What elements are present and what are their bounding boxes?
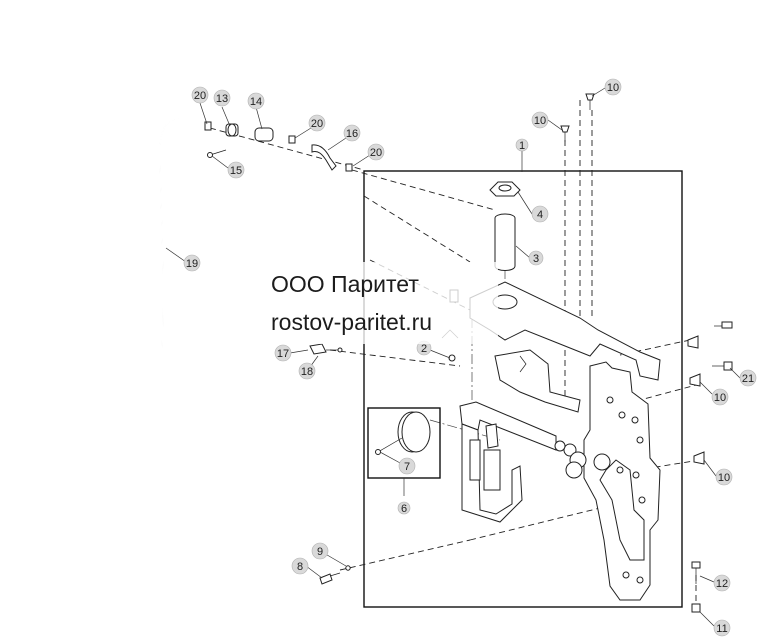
right-screws — [687, 321, 733, 613]
callout-label: 9 — [317, 546, 323, 558]
callout-label: 18 — [301, 366, 313, 378]
screws-top — [560, 93, 595, 142]
callout-6: 6 — [397, 501, 411, 515]
callout-label: 11 — [716, 623, 727, 635]
callout-label: 10 — [714, 392, 726, 404]
leader-lines — [165, 87, 741, 627]
callout-label: 21 — [742, 373, 754, 385]
left-bracket — [459, 401, 587, 523]
callout-10-top-right: 10 — [604, 78, 622, 96]
callout-label: 10 — [718, 472, 730, 484]
callout-14: 14 — [247, 92, 265, 110]
watermark-company-name: ООО Паритет — [271, 271, 419, 297]
callout-15: 15 — [227, 161, 245, 179]
upper-bracket — [441, 281, 661, 413]
callout-12: 12 — [713, 574, 731, 592]
callout-20-middle: 20 — [308, 114, 326, 132]
callout-label: 20 — [194, 90, 206, 102]
callout-label: 6 — [401, 503, 407, 515]
callout-10-right-upper: 10 — [711, 388, 729, 406]
callout-label: 16 — [346, 128, 358, 140]
callout-label: 7 — [404, 461, 410, 473]
callout-11: 11 — [713, 619, 731, 637]
callout-3: 3 — [528, 250, 544, 266]
callout-label: 10 — [534, 115, 546, 127]
assembly-frame — [363, 170, 683, 608]
callout-label: 2 — [421, 343, 427, 355]
callout-8: 8 — [291, 557, 309, 575]
callout-label: 8 — [297, 561, 303, 573]
pulley-box-6 — [367, 407, 441, 479]
callout-17: 17 — [274, 344, 292, 362]
watermark-website: rostov-paritet.ru — [271, 309, 433, 335]
callout-label: 19 — [186, 258, 198, 270]
callout-20-top-left: 20 — [191, 86, 209, 104]
callout-label: 15 — [230, 165, 242, 177]
callout-1: 1 — [515, 138, 529, 152]
tube-3 — [494, 213, 516, 271]
fitting-parts — [204, 121, 353, 172]
watermark-backdrop — [250, 262, 498, 344]
callout-label: 1 — [519, 140, 525, 152]
small-parts-left — [309, 343, 456, 362]
hose-19 — [159, 117, 183, 356]
cap-4 — [489, 181, 521, 197]
callout-label: 12 — [716, 578, 728, 590]
callout-label: 14 — [250, 96, 262, 108]
callout-10-right-lower: 10 — [715, 468, 733, 486]
side-frame — [583, 361, 661, 601]
bottom-left-screws — [319, 565, 351, 585]
callout-18: 18 — [298, 362, 316, 380]
callout-13: 13 — [213, 89, 231, 107]
callout-label: 4 — [537, 209, 543, 221]
callout-21: 21 — [739, 369, 757, 387]
callout-16: 16 — [343, 124, 361, 142]
callout-9: 9 — [311, 542, 329, 560]
callout-label: 17 — [277, 348, 289, 360]
callout-label: 10 — [607, 82, 619, 94]
callout-label: 3 — [533, 253, 539, 265]
callout-4: 4 — [531, 205, 549, 223]
callout-label: 13 — [216, 93, 228, 105]
callout-10-top-middle: 10 — [531, 111, 549, 129]
callout-19: 19 — [183, 254, 201, 272]
callout-label: 20 — [370, 147, 382, 159]
callout-20-right: 20 — [367, 143, 385, 161]
callout-7: 7 — [398, 457, 416, 475]
callout-label: 20 — [311, 118, 323, 130]
